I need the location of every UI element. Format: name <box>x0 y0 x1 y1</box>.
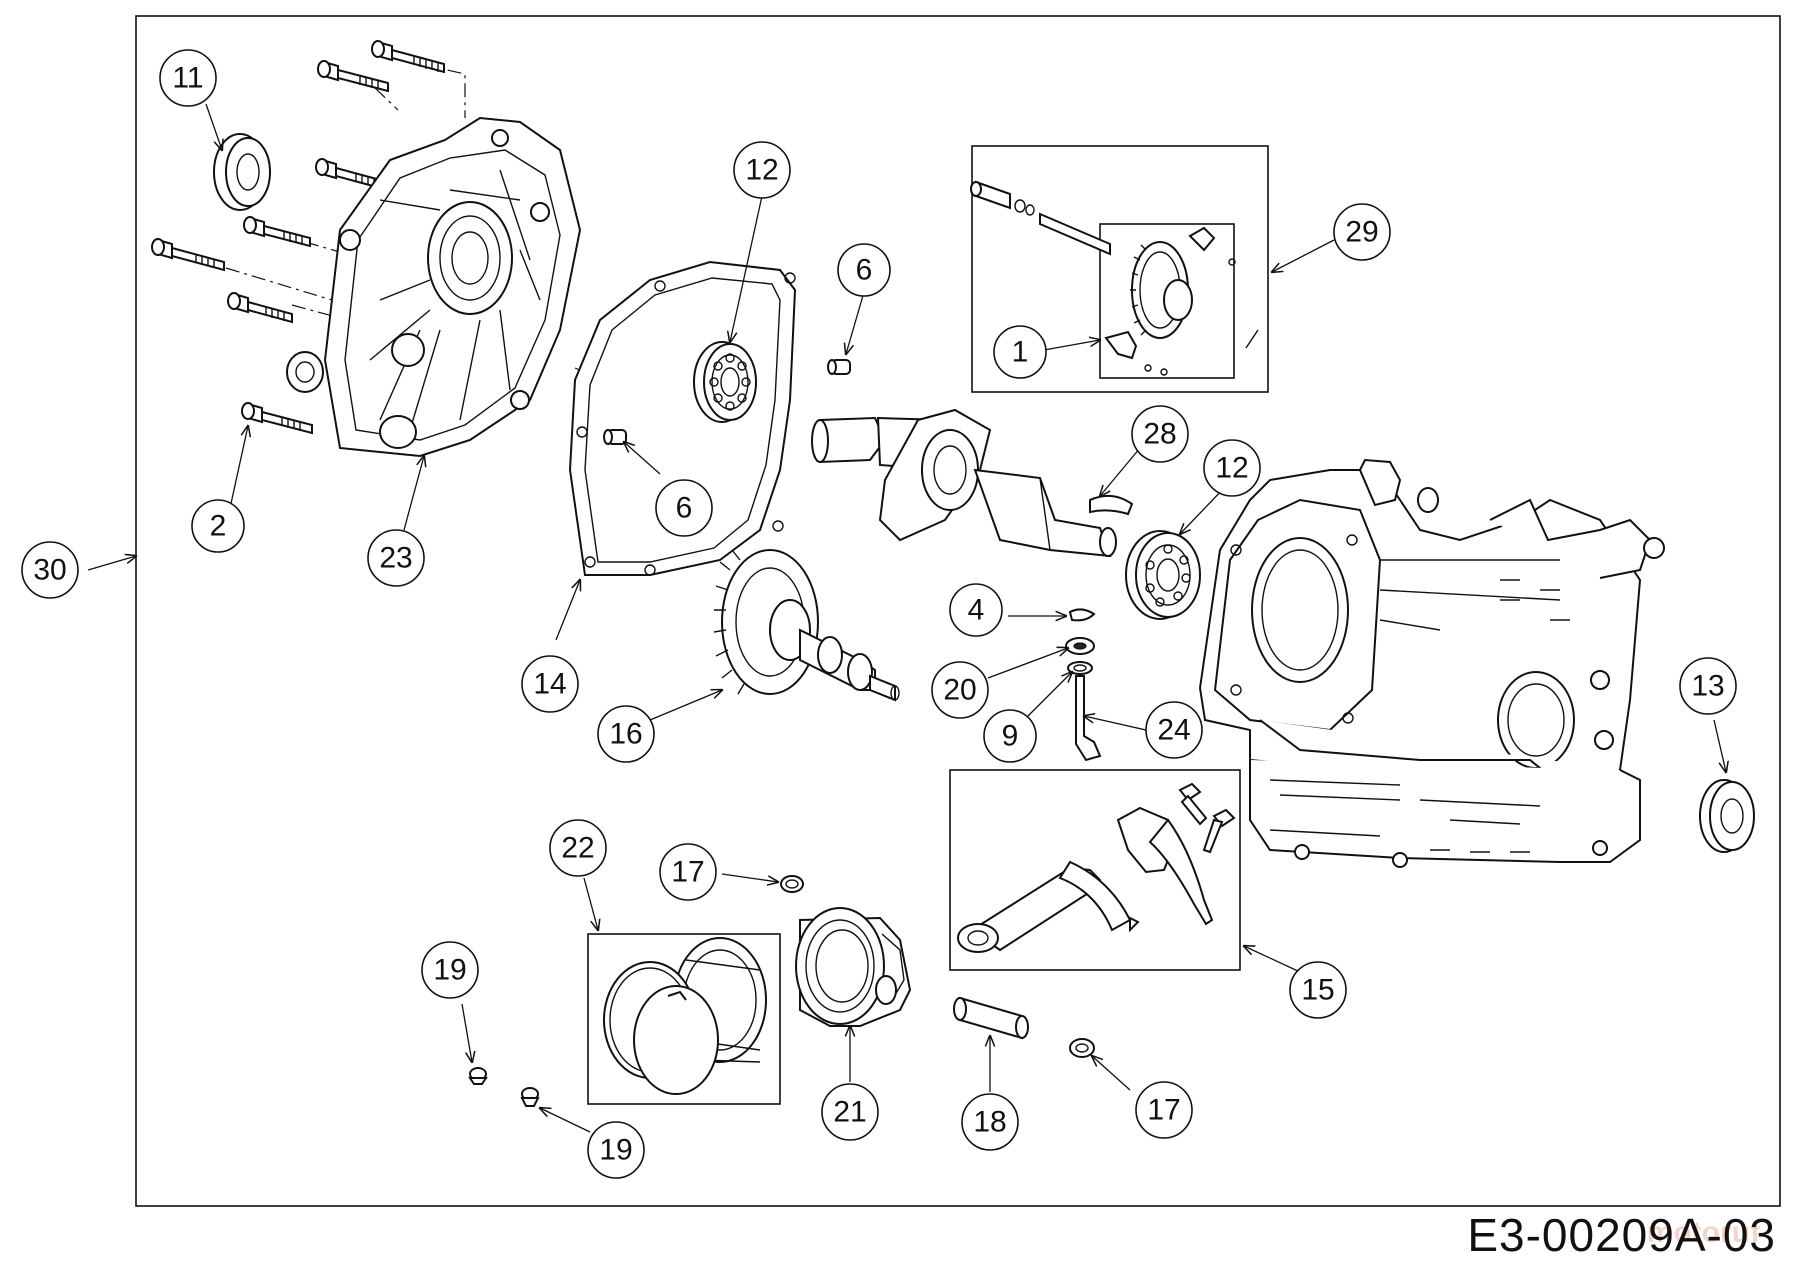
callout-20: 20 <box>931 661 989 719</box>
drawing-code: E3-00209A-03 <box>1467 1209 1776 1261</box>
watermark-logo: motoruf <box>1646 1216 1760 1249</box>
callout-12-upper: 12 <box>733 141 791 199</box>
callout-9: 9 <box>983 709 1037 763</box>
assembly-frame <box>135 15 1781 1207</box>
svg-text:12: 12 <box>1215 452 1248 485</box>
svg-text:14: 14 <box>533 668 566 701</box>
callout-28: 28 <box>1131 405 1189 463</box>
piston <box>795 907 912 1027</box>
oil-seal-right <box>1699 779 1755 853</box>
svg-text:19: 19 <box>433 954 466 987</box>
ball-bearing-lower <box>1125 530 1201 620</box>
callout-24: 24 <box>1145 701 1203 759</box>
callout-4: 4 <box>949 583 1003 637</box>
callout-21: 21 <box>821 1083 879 1141</box>
center-line <box>394 57 466 118</box>
connecting-rod-box <box>949 769 1241 971</box>
camshaft <box>713 549 900 702</box>
cotter-pin <box>1068 608 1096 622</box>
callout-11: 11 <box>159 49 217 107</box>
svg-text:12: 12 <box>745 154 778 187</box>
ball-bearing-upper <box>693 341 757 423</box>
callout-23: 23 <box>367 529 425 587</box>
svg-text:21: 21 <box>833 1096 866 1129</box>
svg-text:24: 24 <box>1157 714 1190 747</box>
svg-text:6: 6 <box>676 492 693 525</box>
center-line <box>225 267 333 301</box>
svg-text:1: 1 <box>1012 336 1029 369</box>
svg-text:28: 28 <box>1143 418 1176 451</box>
governor-shaft <box>970 180 1111 256</box>
svg-text:29: 29 <box>1345 216 1378 249</box>
callout-14: 14 <box>521 655 579 713</box>
svg-text:13: 13 <box>1691 670 1724 703</box>
callout-6-lower: 6 <box>655 479 713 537</box>
callout-18: 18 <box>961 1093 1019 1151</box>
piston-pin <box>953 996 1029 1040</box>
svg-text:6: 6 <box>856 254 873 287</box>
cover-bolts <box>151 40 445 435</box>
svg-text:11: 11 <box>172 62 203 95</box>
callout-2: 2 <box>191 499 245 553</box>
svg-text:9: 9 <box>1002 720 1019 753</box>
svg-text:23: 23 <box>379 542 412 575</box>
callout-6-upper: 6 <box>837 243 891 297</box>
engine-block <box>1198 458 1665 868</box>
svg-text:30: 30 <box>33 554 66 587</box>
governor-inner-box <box>1099 223 1235 379</box>
crankshaft <box>811 408 1117 558</box>
circlip-lower <box>1069 1038 1095 1058</box>
callout-22: 22 <box>549 819 607 877</box>
svg-text:20: 20 <box>943 674 976 707</box>
connecting-rod <box>957 782 1236 953</box>
piston-ring-set <box>603 937 767 1095</box>
piston-ring-set-box <box>587 933 781 1105</box>
callout-19-lower: 19 <box>587 1121 645 1179</box>
center-line <box>374 87 399 111</box>
callout-17-lower: 17 <box>1135 1081 1193 1139</box>
svg-text:22: 22 <box>561 832 594 865</box>
svg-text:17: 17 <box>1147 1094 1180 1127</box>
circlip-upper <box>780 875 804 893</box>
callout-19-upper: 19 <box>421 941 479 999</box>
screw-upper <box>468 1067 488 1085</box>
svg-text:19: 19 <box>599 1134 632 1167</box>
washer-part-20 <box>1065 637 1095 655</box>
oil-dipper <box>1075 675 1102 762</box>
callout-15: 15 <box>1289 961 1347 1019</box>
svg-text:4: 4 <box>968 594 985 627</box>
svg-text:15: 15 <box>1301 974 1334 1007</box>
dowel-pin-lower <box>603 429 627 445</box>
center-line <box>291 304 341 319</box>
dowel-pin-upper <box>827 359 851 375</box>
svg-text:17: 17 <box>671 856 704 889</box>
woodruff-key <box>1089 494 1134 516</box>
oil-seal-left <box>213 133 271 211</box>
screw-lower <box>520 1087 540 1107</box>
callout-17-upper: 17 <box>659 843 717 901</box>
callout-13: 13 <box>1679 657 1737 715</box>
callout-12-lower: 12 <box>1203 439 1261 497</box>
callout-29: 29 <box>1333 203 1391 261</box>
governor-arm <box>1104 329 1259 376</box>
callout-16: 16 <box>597 705 655 763</box>
callout-1: 1 <box>993 325 1047 379</box>
callout-30: 30 <box>21 541 79 599</box>
leader-lines <box>87 103 1726 1133</box>
crankcase-cover <box>286 116 582 458</box>
gasket <box>568 260 797 576</box>
svg-text:18: 18 <box>973 1106 1006 1139</box>
governor-gear <box>1130 226 1236 339</box>
governor-kit-box <box>971 145 1269 393</box>
svg-text:2: 2 <box>210 510 227 543</box>
svg-text:16: 16 <box>609 718 642 751</box>
